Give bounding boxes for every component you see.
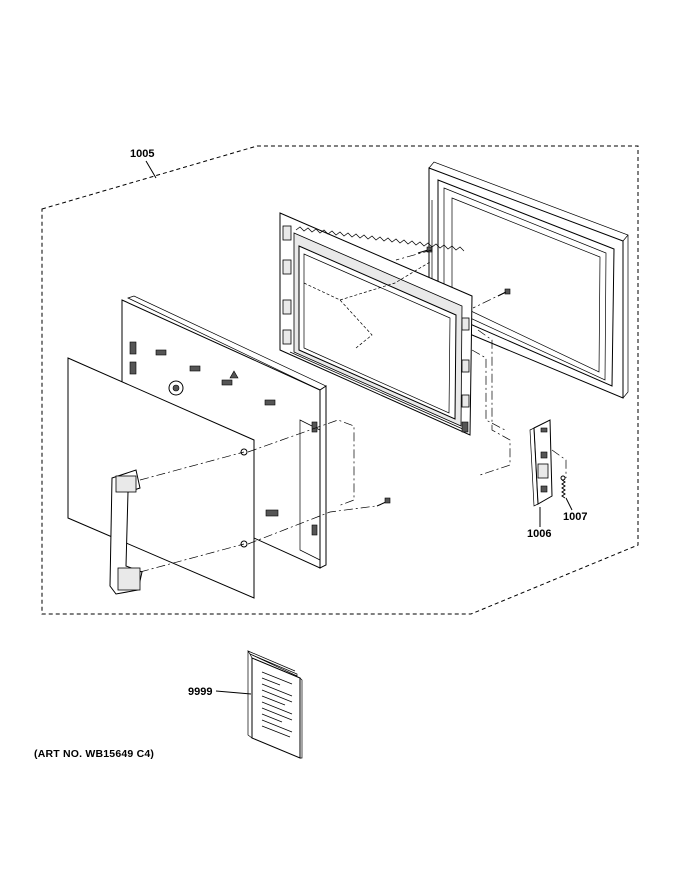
assembly-line (247, 505, 377, 545)
door-handle (109, 469, 143, 595)
screw-icon (417, 246, 433, 254)
leader-1007 (565, 497, 573, 511)
manual-book-icon (247, 649, 303, 759)
assembly-line (477, 329, 511, 476)
screw-icon (376, 497, 391, 507)
callout-9999: 9999 (188, 686, 212, 698)
assembly-boundary (41, 145, 639, 615)
leader-9999 (215, 690, 252, 695)
assembly-line (472, 291, 507, 309)
assembly-line (471, 349, 506, 431)
assembly-line (139, 543, 245, 573)
latch-board (529, 419, 553, 507)
leader-1005 (145, 160, 157, 179)
assembly-line (395, 249, 433, 261)
assembly-line (247, 419, 355, 507)
inner-door-frame (279, 212, 473, 436)
spring-icon (560, 475, 566, 499)
callout-1006: 1006 (527, 528, 551, 540)
art-number-caption: (ART NO. WB15649 C4) (34, 748, 155, 760)
assembly-line (139, 451, 245, 481)
callout-1005: 1005 (130, 148, 154, 160)
callout-1007: 1007 (563, 511, 587, 523)
assembly-line (551, 449, 567, 478)
